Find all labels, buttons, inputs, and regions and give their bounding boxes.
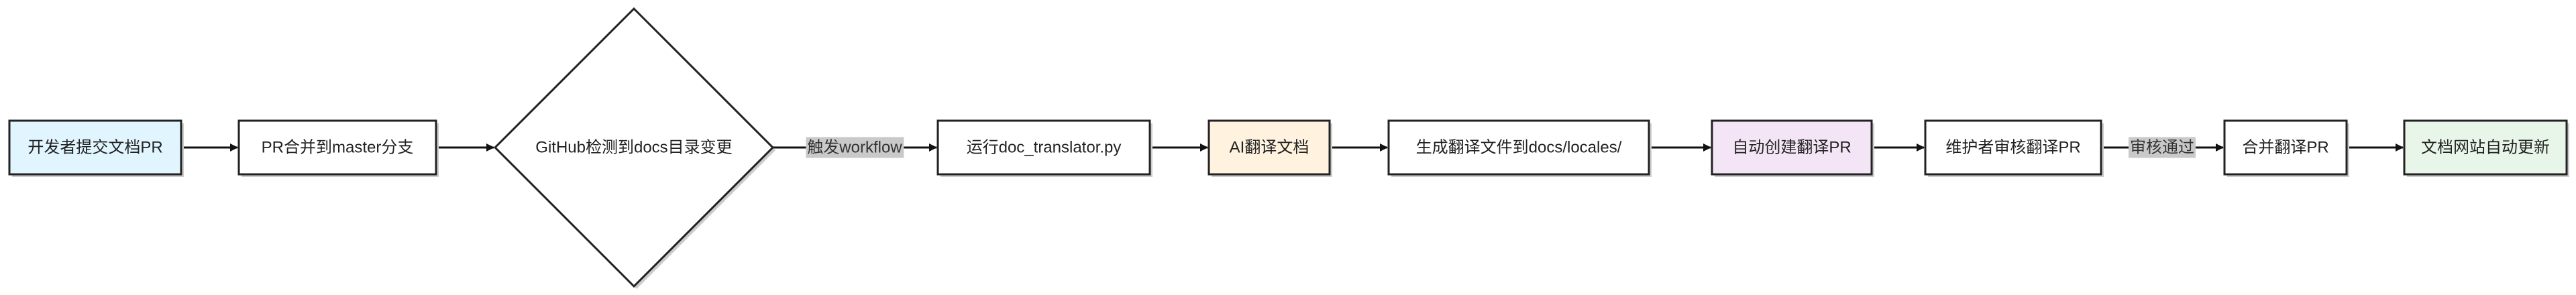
process-box	[237, 119, 437, 176]
process-box	[2223, 119, 2348, 176]
process-box	[1208, 119, 1331, 176]
node-label: 文档网站自动更新	[2421, 139, 2550, 157]
edge-labels-layer: 触发workflow 审核通过	[806, 137, 2196, 158]
flow-node-auto-create-pr: 自动创建翻译PR	[1711, 119, 1874, 177]
process-box	[1924, 119, 2102, 176]
flow-node-github-detect: GitHub检测到docs目录变更	[493, 7, 775, 289]
node-label: 运行doc_translator.py	[967, 139, 1122, 157]
node-label: 维护者审核翻译PR	[1945, 139, 2080, 157]
edge-label: 审核通过	[2129, 137, 2196, 158]
edge-label-background	[2129, 137, 2196, 158]
flow-node-site-update: 文档网站自动更新	[2403, 119, 2569, 177]
process-box	[1711, 119, 1873, 176]
flow-node-run-translator: 运行doc_translator.py	[936, 119, 1152, 177]
decision-diamond	[493, 7, 775, 288]
process-box	[2403, 119, 2568, 176]
flow-node-ai-translate: AI翻译文档	[1208, 119, 1332, 177]
node-label: 合并翻译PR	[2242, 139, 2328, 157]
flow-node-merge-translation: 合并翻译PR	[2223, 119, 2349, 177]
node-label: 自动创建翻译PR	[1732, 139, 1851, 157]
edge-label: 触发workflow	[806, 137, 904, 158]
node-label: GitHub检测到docs目录变更	[535, 139, 732, 157]
node-label: 开发者提交文档PR	[28, 139, 162, 157]
flow-node-dev-submit-pr: 开发者提交文档PR	[8, 119, 184, 177]
node-label: 生成翻译文件到docs/locales/	[1416, 139, 1622, 157]
flow-node-pr-merge-master: PR合并到master分支	[237, 119, 439, 177]
flow-node-maintainer-review: 维护者审核翻译PR	[1924, 119, 2104, 177]
node-label: AI翻译文档	[1230, 139, 1309, 157]
edge-label-text: 触发workflow	[807, 139, 902, 157]
process-box	[8, 119, 182, 176]
nodes-layer: 开发者提交文档PR PR合并到master分支 GitHub检测到docs目录变更 运…	[8, 7, 2569, 289]
process-box	[936, 119, 1151, 176]
edge-label-background	[806, 137, 904, 158]
edge-label-text: 审核通过	[2130, 139, 2194, 157]
flow-node-gen-files: 生成翻译文件到docs/locales/	[1387, 119, 1652, 177]
process-box	[1387, 119, 1650, 176]
node-label: PR合并到master分支	[262, 139, 414, 157]
